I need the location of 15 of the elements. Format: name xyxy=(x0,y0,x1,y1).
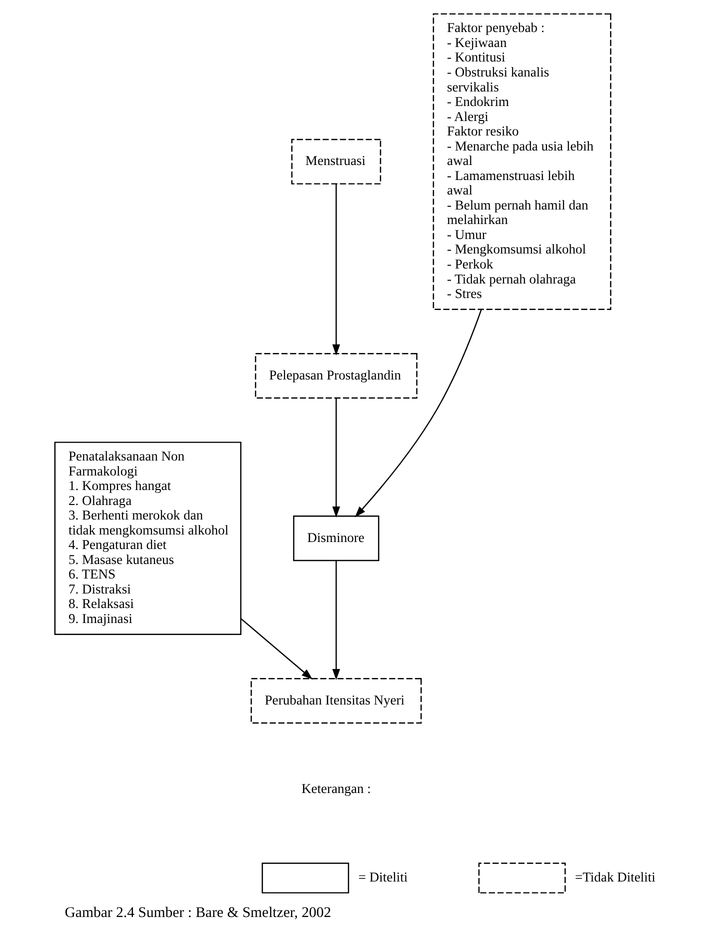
node-box: Disminore xyxy=(292,515,379,561)
node-box: Perubahan Itensitas Nyeri xyxy=(250,678,422,724)
node-box: Pelepasan Prostaglandin xyxy=(254,352,417,398)
node-box: Penatalaksanaan Non Farmakologi 1. Kompres hangat 2. Olahraga 3. Berhenti merokok dan tidak mengkomsumsi alkohol 4. Pengaturan diet 5. Masase kutaneus 6. TENS 7. Distraksi 8. Relaksasi 9. Imajinasi xyxy=(54,441,241,634)
legend-label: =Tidak Diteliti xyxy=(574,868,655,884)
arrow xyxy=(332,560,340,680)
node-box: Menstruasi xyxy=(290,138,381,184)
legend-label: = Diteliti xyxy=(358,868,408,884)
node-box: Faktor penyebab : - Kejiwaan - Kontitusi - Obstruksi kanalis servikalis - Endokrim - Alergi Faktor resiko - Menarche pada usia lebih awal - Lamamenstruasi lebih awal - Belum pernah hamil dan melahirkan - Umur - Mengkomsumsi alkohol - Perkok - Tidak pernah olahraga - Stres xyxy=(432,12,611,310)
arrow xyxy=(332,398,340,518)
arrow xyxy=(332,183,340,355)
arrow xyxy=(240,618,312,680)
label: Keterangan : xyxy=(300,780,370,796)
arrow xyxy=(354,308,482,517)
caption: Gambar 2.4 Sumber : Bare & Smeltzer, 2002 xyxy=(64,904,331,920)
